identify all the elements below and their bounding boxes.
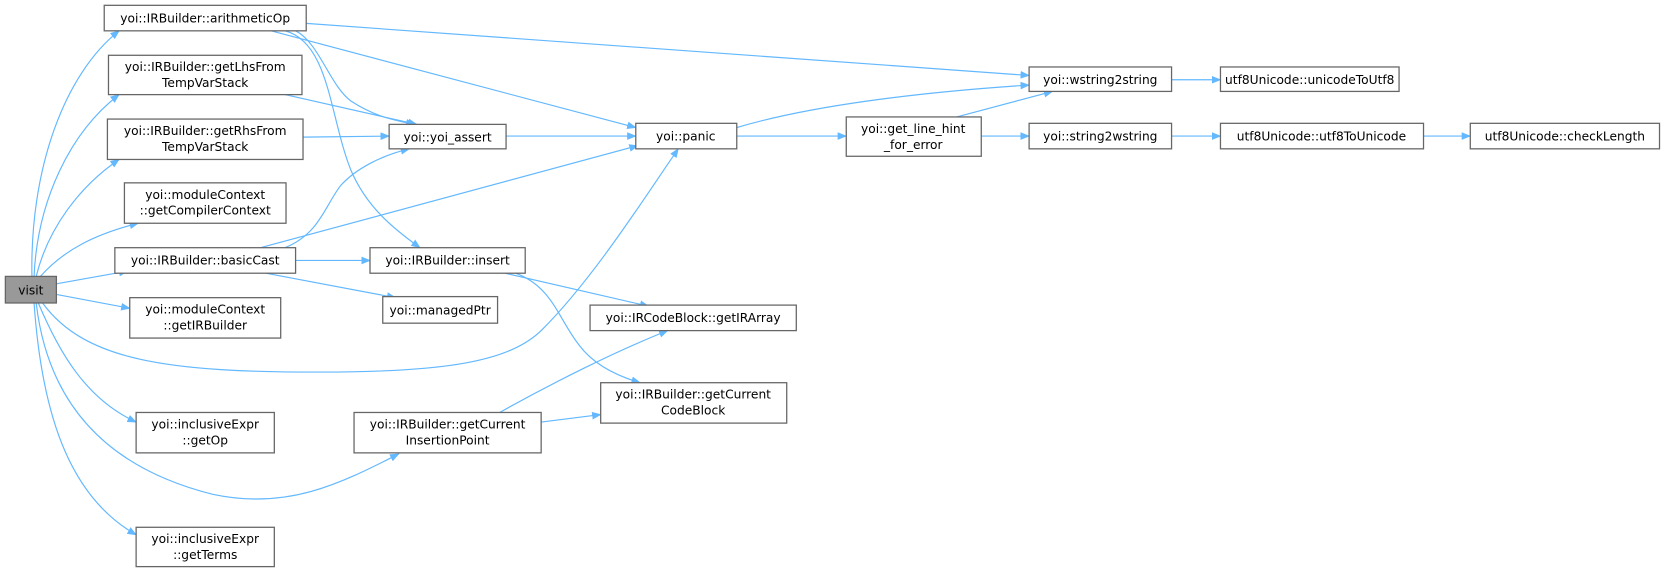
node-getOp[interactable]: yoi::inclusiveExpr::getOp — [135, 411, 275, 454]
node-string2wstring[interactable]: yoi::string2wstring — [1028, 122, 1173, 150]
edge-visit-getCurrentInsertionPoint — [35, 302, 400, 500]
node-arithmeticOp[interactable]: yoi::IRBuilder::arithmeticOp — [103, 4, 307, 32]
edge-getLhs-yoiAssert — [284, 94, 418, 127]
nodes: visit yoi::IRBuilder::arithmeticOp yoi::… — [4, 4, 1661, 568]
node-label: yoi::moduleContext — [145, 188, 265, 202]
node-label: yoi::IRBuilder::arithmeticOp — [120, 11, 290, 25]
node-visit[interactable]: visit — [4, 275, 58, 304]
node-getIRBuilder[interactable]: yoi::moduleContext::getIRBuilder — [129, 297, 282, 339]
edge-visit-getTerms — [33, 302, 137, 536]
node-managedPtr[interactable]: yoi::managedPtr — [382, 295, 499, 324]
edge-basicCast-yoiAssert — [284, 147, 411, 249]
node-yoi-assert[interactable]: yoi::yoi_assert — [388, 123, 507, 150]
edge-getCurrentInsertionPoint-getIRArray — [499, 330, 669, 413]
node-label: yoi::IRCodeBlock::getIRArray — [606, 311, 781, 325]
node-label: utf8Unicode::utf8ToUnicode — [1237, 129, 1406, 143]
edge-getLineHint-wstring2string — [956, 89, 1054, 118]
node-label: ::getIRBuilder — [163, 319, 248, 333]
node-label: ::getCompilerContext — [140, 204, 271, 218]
edge-arithmeticOp-insert — [284, 30, 421, 249]
edge-basicCast-managedPtr — [265, 272, 397, 300]
edge-visit-getCompilerContext — [40, 221, 140, 277]
node-label: yoi::IRBuilder::getRhsFrom — [124, 124, 287, 138]
edge-visit-arithmeticOp — [31, 30, 120, 277]
edge-arithmeticOp-wstring2string — [306, 22, 1031, 79]
node-unicodeToUtf8[interactable]: utf8Unicode::unicodeToUtf8 — [1219, 66, 1400, 93]
node-label: yoi::IRBuilder::basicCast — [131, 254, 280, 268]
node-wstring2string[interactable]: yoi::wstring2string — [1028, 66, 1173, 93]
node-label: yoi::IRBuilder::insert — [385, 254, 510, 268]
node-label: InsertionPoint — [406, 433, 490, 447]
node-getCompilerContext[interactable]: yoi::moduleContext::getCompilerContext — [123, 182, 287, 224]
node-label: yoi::wstring2string — [1043, 73, 1157, 87]
node-label: yoi::string2wstring — [1043, 129, 1157, 143]
node-label: yoi::managedPtr — [390, 304, 492, 318]
node-label: yoi::inclusiveExpr — [151, 532, 260, 546]
node-basicCast[interactable]: yoi::IRBuilder::basicCast — [114, 247, 297, 274]
edge-basicCast-panic — [260, 144, 639, 249]
node-label: yoi::panic — [656, 129, 715, 143]
edge-visit-getRhs — [35, 158, 120, 277]
node-label: CodeBlock — [661, 404, 726, 418]
node-label: yoi::IRBuilder::getLhsFrom — [125, 60, 286, 74]
node-label: utf8Unicode::unicodeToUtf8 — [1225, 73, 1394, 87]
node-label: ::getTerms — [173, 548, 237, 562]
node-label: TempVarStack — [161, 76, 249, 90]
node-panic[interactable]: yoi::panic — [635, 122, 738, 150]
node-label: yoi::IRBuilder::getCurrent — [615, 388, 771, 402]
node-checkLength[interactable]: utf8Unicode::checkLength — [1469, 122, 1661, 150]
node-label: TempVarStack — [161, 140, 249, 154]
node-label: _for_error — [883, 138, 944, 152]
node-label: visit — [18, 283, 43, 297]
node-label: ::getOp — [182, 433, 228, 447]
edge-visit-panic — [42, 148, 679, 373]
edge-getCurrentInsertionPoint-getCurrentCodeBlock — [541, 411, 602, 423]
edge-insert-getIRArray — [504, 272, 650, 308]
node-insert[interactable]: yoi::IRBuilder::insert — [369, 247, 526, 274]
edge-visit-getIRBuilder — [56, 293, 131, 311]
node-getIRArray[interactable]: yoi::IRCodeBlock::getIRArray — [589, 304, 797, 332]
edge-arithmeticOp-panic — [270, 30, 637, 130]
node-getTerms[interactable]: yoi::inclusiveExpr::getTerms — [135, 526, 275, 568]
node-utf8ToUnicode[interactable]: utf8Unicode::utf8ToUnicode — [1219, 122, 1425, 150]
node-label: yoi::IRBuilder::getCurrent — [370, 417, 526, 431]
edge-insert-getCurrentCodeBlock — [515, 272, 641, 384]
node-get-line-hint-for-error[interactable]: yoi::get_line_hint_for_error — [845, 116, 982, 157]
edge-panic-wstring2string — [736, 81, 1031, 129]
node-label: yoi::yoi_assert — [404, 130, 492, 144]
edge-visit-getLhs — [33, 94, 120, 277]
node-label: yoi::get_line_hint — [861, 122, 966, 136]
node-label: utf8Unicode::checkLength — [1485, 129, 1645, 143]
edges — [31, 22, 1472, 536]
node-label: yoi::inclusiveExpr — [151, 417, 260, 431]
node-label: yoi::moduleContext — [145, 303, 265, 317]
edge-getRhs-yoiAssert — [303, 132, 391, 141]
edge-visit-getOp — [37, 302, 137, 423]
